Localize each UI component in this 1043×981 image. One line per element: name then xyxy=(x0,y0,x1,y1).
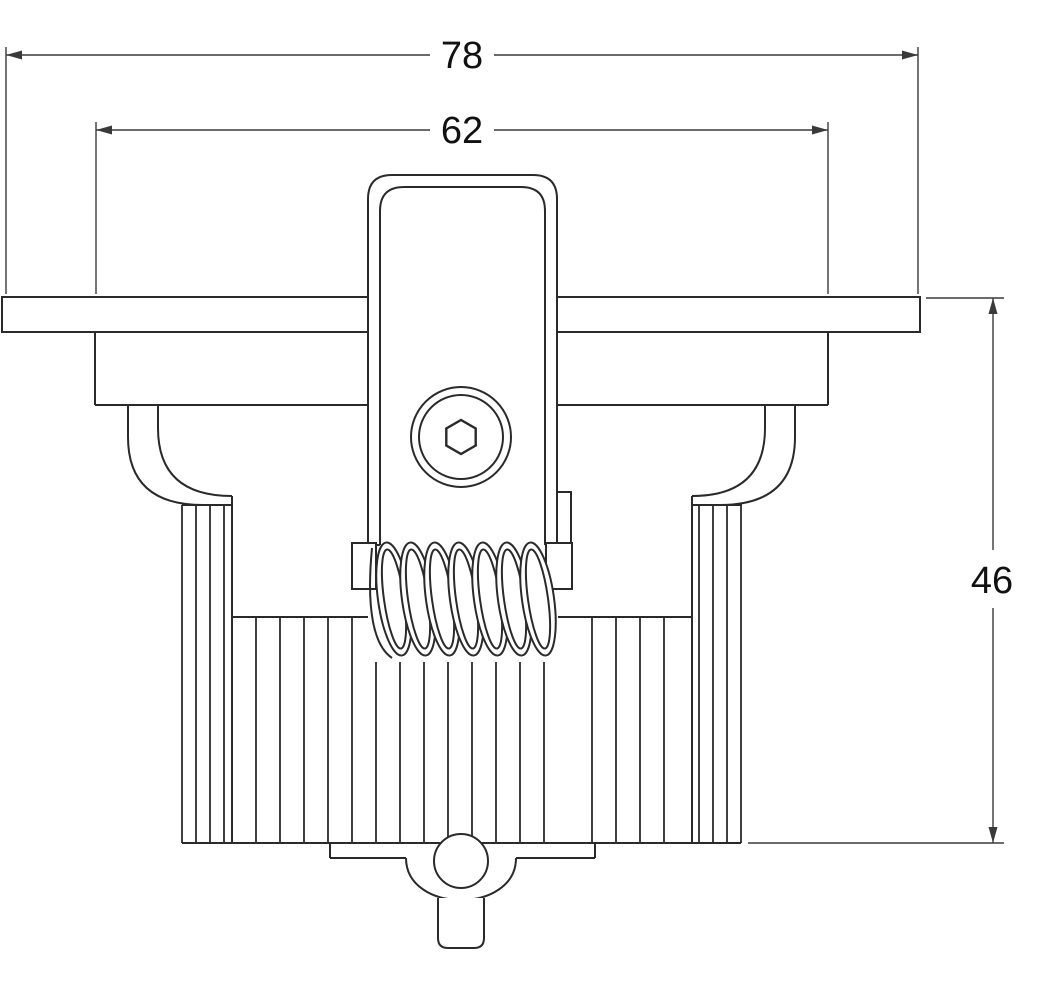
bottom-connector xyxy=(329,833,596,949)
dimension-label-overall-width: 78 xyxy=(441,35,483,77)
lamp-can xyxy=(231,496,693,843)
pivot-circle xyxy=(433,833,489,889)
hex-screw xyxy=(410,386,512,488)
dim-arrow-bottom xyxy=(988,827,998,843)
heatsink-fins xyxy=(181,504,742,844)
dimension-height: 46 xyxy=(748,297,1013,844)
trim-curve-right xyxy=(691,405,796,506)
hex-socket-icon xyxy=(445,418,477,456)
dim-arrow-left xyxy=(96,125,112,135)
dimension-inner-width: 62 xyxy=(95,110,829,294)
dim-arrow-top xyxy=(988,298,998,314)
dim-arrow-right xyxy=(902,50,918,60)
dimension-label-height: 46 xyxy=(971,560,1013,602)
trim-curve-left xyxy=(127,405,233,506)
dimension-label-inner-width: 62 xyxy=(441,110,483,152)
cable-stem xyxy=(437,898,485,949)
dimension-overall-width: 78 xyxy=(5,35,919,294)
spring-retainer-tab xyxy=(556,491,572,546)
torsion-spring xyxy=(351,541,573,659)
housing-neck xyxy=(94,332,829,406)
dim-arrow-left xyxy=(6,50,22,60)
dim-arrow-right xyxy=(812,125,828,135)
spring-wire-end xyxy=(369,547,393,659)
mounting-bracket xyxy=(367,174,572,546)
